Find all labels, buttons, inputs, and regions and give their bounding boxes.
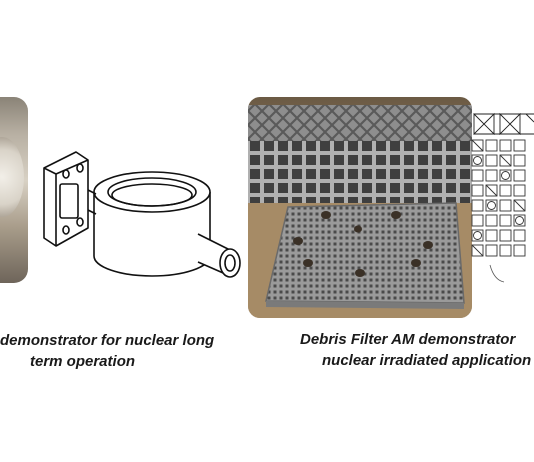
plate-hole: [321, 211, 331, 219]
plate-hole: [354, 225, 362, 233]
photo-disc: [0, 137, 24, 217]
caption-left-line2: term operation: [30, 353, 136, 370]
bolt-hole: [76, 163, 84, 173]
square-cells: [248, 141, 472, 203]
caption-right-line1: Debris Filter AM demonstrator: [300, 331, 516, 348]
photo-debris-filter: [248, 97, 472, 318]
lattice-wall: [248, 105, 472, 141]
plate-hole: [411, 259, 421, 267]
photo-component-left: [0, 97, 28, 283]
plate-hole: [423, 241, 433, 249]
bolt-hole: [62, 169, 70, 179]
filter-plate: [265, 202, 465, 304]
plate-hole: [293, 237, 303, 245]
bolt-hole: [76, 217, 84, 227]
caption-left-line1: demonstrator for nuclear long: [0, 332, 215, 349]
schematic-grid: [471, 139, 526, 257]
filter-cell-schematic: [471, 112, 534, 283]
plate-hole: [391, 211, 401, 219]
flange-window: [59, 183, 79, 219]
bolt-hole: [62, 225, 70, 235]
caption-right-line2: nuclear irradiated application: [322, 352, 532, 369]
plate-hole: [355, 269, 365, 277]
plate-hole: [303, 259, 313, 267]
isometric-housing-drawing: [43, 151, 241, 278]
